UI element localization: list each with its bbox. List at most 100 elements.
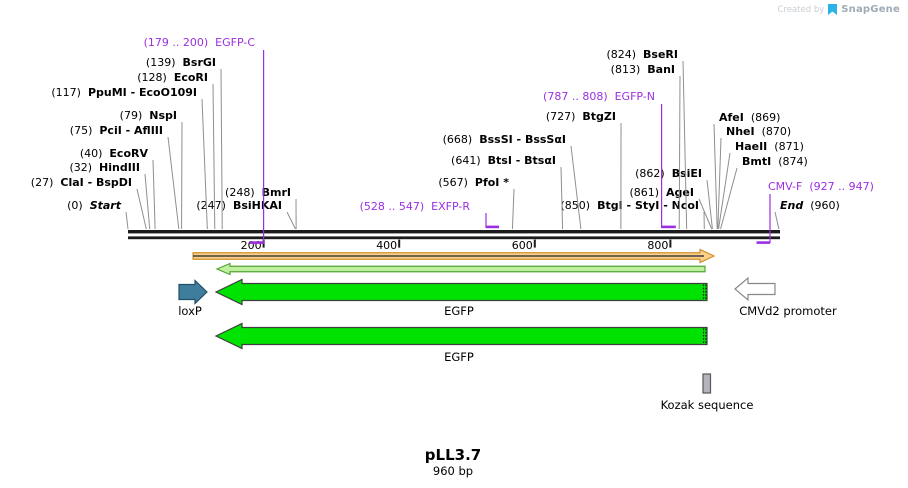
site-position: (0) <box>67 199 83 212</box>
ruler-tick-value: 800 <box>647 239 669 252</box>
feature-label: loxP <box>178 305 202 318</box>
restriction-site-label: (248) BmrI <box>225 186 291 199</box>
site-name: BmtI <box>742 155 772 168</box>
primer-range: (528 .. 547) <box>359 200 425 213</box>
restriction-site-label: (128) EcoRI <box>137 71 208 84</box>
primer-label: (179 .. 200) EGFP-C <box>144 36 255 49</box>
primer-name: EXFP-R <box>431 200 470 213</box>
restriction-site-label: (850) BtgI - StyI - NcoI <box>561 199 699 212</box>
site-name: AgeI <box>666 186 694 199</box>
site-position: (75) <box>69 124 93 137</box>
restriction-site-label: BmtI (874) <box>742 155 808 168</box>
site-name: BtsI - BtsαI <box>487 154 556 167</box>
ruler-tick-value: 400 <box>376 239 398 252</box>
site-position: (862) <box>635 167 665 180</box>
site-name: HindIII <box>99 161 140 174</box>
snapgene-logo-icon <box>828 4 838 15</box>
site-name: NspI <box>149 109 177 122</box>
site-position: (139) <box>145 56 176 69</box>
site-position: (40) <box>79 147 103 160</box>
feature-name: EGFP <box>444 304 474 318</box>
feature-label: EGFP <box>444 305 474 318</box>
site-position: (824) <box>606 48 637 61</box>
feature-name: EGFP <box>444 350 474 364</box>
restriction-site-label: (0) Start <box>67 199 121 212</box>
restriction-site-label: (247) BsiHKAI <box>196 199 282 212</box>
restriction-site-label: (641) BtsI - BtsαI <box>451 154 556 167</box>
primer-range: (927 .. 947) <box>809 180 874 193</box>
restriction-site-label: (668) BssSI - BssSαI <box>443 133 566 146</box>
site-name: End <box>780 199 804 212</box>
site-position: (128) <box>137 71 167 84</box>
site-name: BanI <box>647 63 675 76</box>
restriction-site-label: (117) PpuMI - EcoO109I <box>51 86 197 99</box>
site-name: BmrI <box>261 186 291 199</box>
restriction-site-label: HaeII (871) <box>735 140 804 153</box>
site-position: (117) <box>51 86 81 99</box>
site-position: (874) <box>778 155 808 168</box>
site-name: BsiEI <box>671 167 702 180</box>
restriction-site-label: (861) AgeI <box>629 186 694 199</box>
restriction-site-label: (862) BsiEI <box>635 167 702 180</box>
site-position: (727) <box>545 110 576 123</box>
site-position: (641) <box>451 154 481 167</box>
feature-name: CMVd2 promoter <box>739 304 837 318</box>
ruler-tick-label: 800 <box>647 240 668 252</box>
restriction-site-label: (727) BtgZI <box>546 110 616 123</box>
site-name: BseRI <box>643 48 678 61</box>
site-name: PpuMI - EcoO109I <box>87 86 197 99</box>
ruler-tick-label: 200 <box>241 240 262 252</box>
site-name: HaeII <box>735 140 768 153</box>
site-name: Start <box>89 199 121 212</box>
restriction-site-label: NheI(870) <box>726 125 791 138</box>
primer-name: EGFP-C <box>215 36 255 49</box>
site-name: PfoI * <box>474 176 509 189</box>
site-position: (567) <box>438 176 468 189</box>
site-position: (861) <box>629 186 660 199</box>
restriction-site-label: (824) BseRI <box>606 48 678 61</box>
site-position: (668) <box>442 133 473 146</box>
site-position: (248) <box>225 186 255 199</box>
site-name: PciI - AflIII <box>99 124 163 137</box>
snapgene-watermark: Created by SnapGene <box>777 4 900 15</box>
site-name: EcoRV <box>109 147 148 160</box>
site-position: (247) <box>196 199 226 212</box>
site-position: (871) <box>774 140 804 153</box>
snapgene-brand-text: SnapGene <box>841 4 900 15</box>
feature-label: CMVd2 promoter <box>739 305 836 318</box>
ruler-tick-label: 400 <box>376 240 397 252</box>
ruler-tick-value: 200 <box>240 239 262 252</box>
site-name: EcoRI <box>173 71 208 84</box>
created-by-text: Created by <box>777 4 825 15</box>
feature-label: Kozak sequence <box>661 399 754 412</box>
site-name: NheI <box>726 125 755 138</box>
restriction-site-label: (75) PciI - AflIII <box>70 124 163 137</box>
primer-label: (528 .. 547) EXFP-R <box>360 200 470 213</box>
site-name: BsiHKAI <box>232 199 282 212</box>
primer-name: EGFP-N <box>614 90 655 103</box>
restriction-site-label: (79) NspI <box>120 109 177 122</box>
site-name: BtgI - StyI - NcoI <box>597 199 699 212</box>
restriction-site-label: (27)ClaI - BspDI <box>31 176 132 189</box>
primer-range: (179 .. 200) <box>143 36 209 49</box>
feature-name: loxP <box>178 304 202 318</box>
site-position: (32) <box>69 161 93 174</box>
site-position: (850) <box>560 199 591 212</box>
restriction-site-label: (32) HindIII <box>69 161 140 174</box>
site-name: BssSI - BssSαI <box>479 133 566 146</box>
plasmid-title: pLL3.7 <box>424 446 482 464</box>
restriction-site-label: (567) PfoI * <box>438 176 509 189</box>
restriction-site-label: End(960) <box>780 199 840 212</box>
site-position: (813) <box>610 63 641 76</box>
feature-label: EGFP <box>444 351 474 364</box>
primer-name: CMV-F <box>768 180 803 193</box>
site-position: (79) <box>119 109 143 122</box>
site-name: BtgZI <box>582 110 616 123</box>
site-name: AfeI <box>719 111 744 124</box>
site-position: (869) <box>750 111 781 124</box>
feature-name: Kozak sequence <box>660 398 754 412</box>
restriction-site-label: (40) EcoRV <box>80 147 148 160</box>
site-name: BsrGI <box>182 56 216 69</box>
